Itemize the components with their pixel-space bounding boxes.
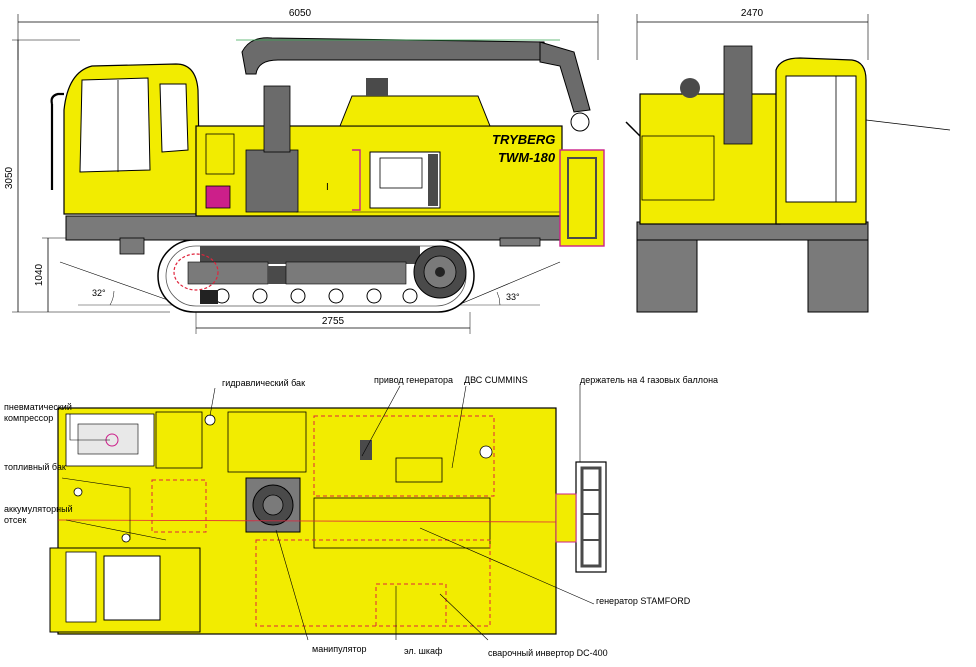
engine-outline — [313, 415, 495, 497]
track-length-dimension: 2755 — [195, 312, 471, 334]
label-gas-cylinder-holder: держатель на 4 газовых баллона — [580, 375, 718, 385]
side-view: 6050 3050 1040 32° 33° 2755 — [4, 8, 605, 334]
height-dimension: 3050 — [4, 39, 170, 313]
track-height-label: 1040 — [34, 263, 45, 286]
callout-labels: пневматический компрессор топливный бак … — [4, 375, 718, 658]
chassis-frame — [65, 215, 561, 241]
hydraulic-tank-block — [155, 411, 203, 469]
departure-angle-line — [457, 261, 561, 306]
crawler-track — [157, 239, 475, 313]
label-compressor-line1: пневматический — [4, 402, 72, 412]
brand-model: TWM-180 — [498, 150, 556, 165]
engine-housing: TRYBERG TWM-180 I — [195, 95, 563, 217]
label-welding-inverter: сварочный инвертор DC-400 — [488, 648, 608, 658]
approach-angle-label: 32° — [92, 288, 106, 298]
label-compressor-line2: компрессор — [4, 413, 53, 423]
cab — [50, 63, 201, 215]
brand-name: TRYBERG — [492, 132, 555, 147]
height-dimension-label: 3050 — [4, 166, 15, 189]
label-fuel-tank: топливный бак — [4, 462, 66, 472]
welding-inverter-outline — [255, 539, 491, 627]
approach-angle-line — [59, 261, 183, 306]
crane-arm — [236, 37, 605, 247]
departure-angle-label: 33° — [506, 292, 520, 302]
width-dimension-label: 2470 — [741, 8, 764, 19]
electric-cabinet-outline — [375, 583, 447, 627]
label-electric-cabinet: эл. шкаф — [404, 646, 443, 656]
length-dimension-label: 6050 — [289, 8, 312, 19]
label-battery-line1: аккумуляторный — [4, 504, 73, 514]
section-mark: I — [326, 182, 329, 193]
label-manipulator: манипулятор — [312, 644, 367, 654]
label-battery-line2: отсек — [4, 515, 26, 525]
track-length-label: 2755 — [322, 316, 345, 327]
label-generator: генератор STAMFORD — [596, 596, 691, 606]
label-generator-drive: привод генератора — [374, 375, 453, 385]
label-engine: ДВС CUMMINS — [464, 375, 528, 385]
label-hydraulic-tank: гидравлический бак — [222, 378, 305, 388]
track-height-dimension: 1040 — [34, 237, 70, 312]
callout-leaders — [61, 384, 595, 641]
front-view: 2470 — [625, 8, 951, 313]
top-view — [49, 407, 607, 635]
